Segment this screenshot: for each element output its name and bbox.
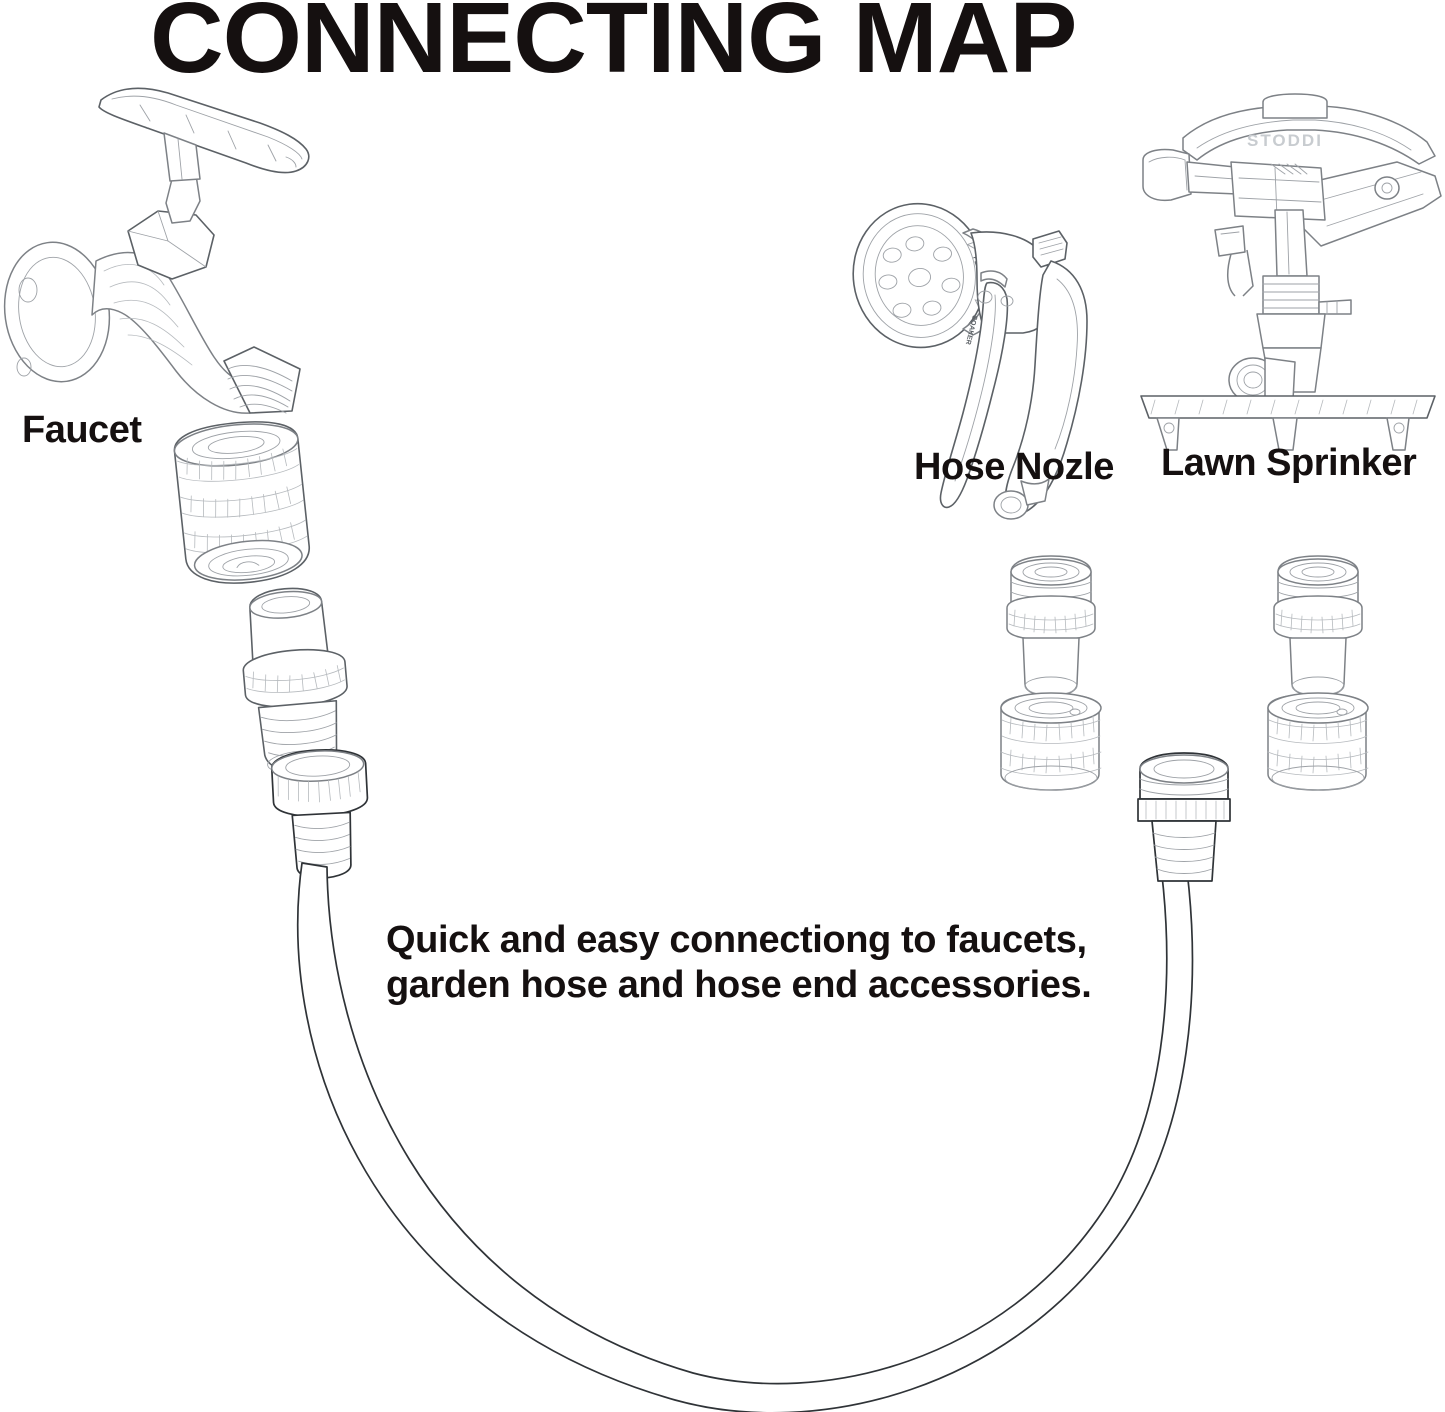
svg-text:SOAKER: SOAKER: [964, 315, 978, 346]
page-title: CONNECTING MAP: [150, 0, 1077, 94]
faucet-illustration: [0, 75, 330, 415]
feature-caption: Quick and easy connectiong to faucets, g…: [386, 919, 1092, 1006]
nozzle-connector-pair-illustration: [985, 552, 1115, 792]
sprinkler-connector-pair-illustration: [1252, 552, 1382, 792]
garden-hose-illustration: [255, 752, 1255, 1412]
svg-text:FLAT: FLAT: [971, 255, 983, 274]
faucet-label: Faucet: [22, 409, 142, 451]
left-connector-stack-illustration: [160, 418, 410, 879]
lawn-sprinkler-label: Lawn Sprinker: [1161, 442, 1417, 484]
lawn-sprinkler-illustration: STODDI: [1135, 93, 1445, 451]
svg-text:SHOWER: SHOWER: [977, 287, 985, 319]
hose-nozzle-label: Hose Nozle: [914, 446, 1114, 488]
svg-text:STODDI: STODDI: [1247, 131, 1323, 150]
